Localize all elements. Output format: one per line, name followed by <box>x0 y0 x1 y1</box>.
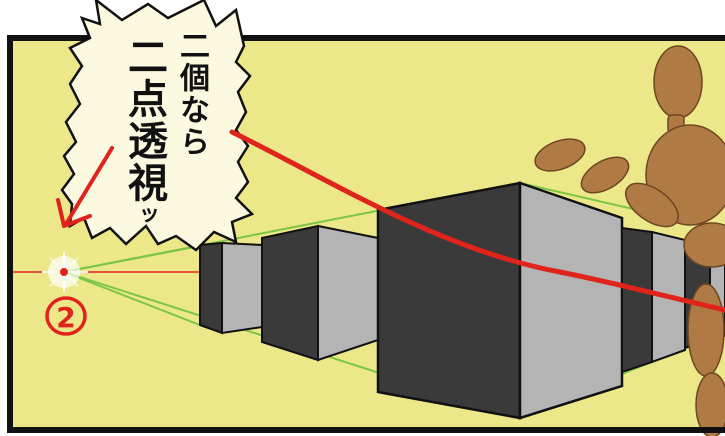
vanishing-point-arrow <box>56 146 114 228</box>
bubble-text-line-2: 二点透視ッ <box>121 36 167 228</box>
block-far <box>199 241 263 335</box>
vanishing-point-dot <box>60 268 68 276</box>
panel-border <box>7 35 725 433</box>
curved-arrow-icon <box>229 129 725 313</box>
vanishing-point-number: 2 <box>56 301 75 334</box>
block-middle <box>261 224 379 362</box>
vanishing-point-glow-icon <box>42 252 88 292</box>
block-front <box>376 181 624 420</box>
vanishing-point-label: 2 <box>45 296 87 336</box>
bubble-text-main: 二点透視 <box>121 36 167 204</box>
bubble-text-line-1: 二個なら <box>174 30 209 158</box>
mannequin-figure-icon <box>534 45 725 436</box>
burst-speech-bubble-icon <box>60 0 255 252</box>
bubble-text-suffix: ッ <box>132 204 157 228</box>
